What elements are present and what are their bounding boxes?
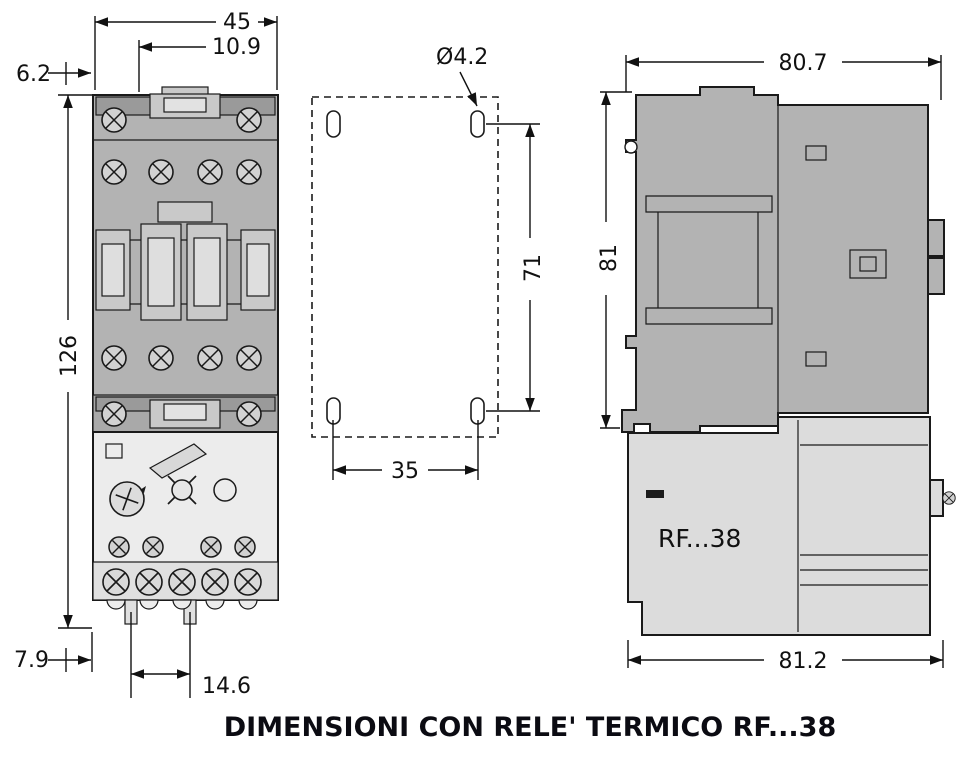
bottom-scallops: [106, 599, 258, 610]
phillips-screw-icon: [101, 345, 127, 371]
dim-horizontal-hole-spacing: 35: [391, 459, 419, 484]
front-contactor: [92, 86, 279, 433]
arrowhead-icon: [465, 465, 478, 475]
mounting-view: Ø4.2 71 35: [311, 45, 546, 484]
dim-coil-terminal-offset: 10.9: [212, 35, 261, 60]
dim-vertical-hole-spacing: 71: [521, 254, 546, 282]
arrowhead-icon: [525, 124, 535, 137]
dim-hole-diameter: Ø4.2: [436, 45, 488, 70]
stop-screw-icon: [167, 475, 197, 505]
dim-side-height: 81: [597, 244, 622, 272]
arrowhead-icon: [928, 57, 941, 67]
dim-bottom-offset: 7.9: [14, 648, 49, 673]
caption: DIMENSIONI CON RELE' TERMICO RF...38: [224, 712, 837, 743]
phillips-screw-icon: [236, 345, 262, 371]
test-button: [213, 478, 237, 502]
arrowhead-icon: [78, 655, 91, 665]
arrowhead-icon: [63, 95, 73, 108]
side-relay-details: [797, 420, 928, 632]
phillips-screw-icon: [200, 536, 222, 558]
front-thermal-relay: [92, 431, 279, 625]
phillips-screw-icon: [101, 401, 127, 427]
front-view: 45 10.9 6.2 126 7.9 14.6: [14, 10, 279, 699]
side-terminal-block: [927, 219, 945, 295]
pole-center-1-inset: [147, 237, 175, 307]
dim-top-depth: 80.7: [779, 51, 828, 76]
arrowhead-icon: [264, 17, 277, 27]
phillips-screw-icon: [197, 345, 223, 371]
top-center-inset: [163, 97, 207, 113]
dim-bottom-depth: 81.2: [779, 649, 828, 674]
arrowhead-icon: [177, 669, 190, 679]
relay-indicator-slot: [646, 490, 664, 498]
phillips-screw-icon: [148, 159, 174, 185]
front-dimensions: 45 10.9 6.2 126 7.9 14.6: [14, 10, 278, 699]
phillips-screw-icon: [236, 159, 262, 185]
side-detail-window-inset: [859, 256, 877, 272]
relay-terminal-tab: [929, 479, 944, 517]
arrowhead-icon: [467, 92, 482, 109]
center-pad: [157, 201, 213, 223]
arrowhead-icon: [930, 655, 943, 665]
relay-model-label: RF...38: [658, 524, 741, 553]
front-dimension-lines: [48, 16, 278, 698]
dim-top-width: 45: [223, 10, 251, 35]
terminal-screw-icon: [102, 568, 130, 596]
adjustment-dial-icon: [109, 481, 146, 517]
phillips-screw-icon: [234, 536, 256, 558]
arrowhead-icon: [525, 398, 535, 411]
terminal-screw-icon: [201, 568, 229, 596]
arrowhead-icon: [95, 17, 108, 27]
phillips-screw-icon: [108, 536, 130, 558]
mounting-slot: [470, 110, 485, 138]
side-detail-window: [849, 249, 887, 279]
arrowhead-icon: [626, 57, 639, 67]
arrowhead-icon: [131, 669, 144, 679]
arrowhead-icon: [628, 655, 641, 665]
side-relay-outline: [627, 416, 931, 636]
pole-center-2-inset: [193, 237, 221, 307]
dim-foot-spacing: 14.6: [202, 674, 251, 699]
phillips-screw-icon: [148, 345, 174, 371]
bottom-center-inset: [163, 403, 207, 421]
terminal-screw-icon: [234, 568, 262, 596]
mounting-plate-outline: [311, 96, 499, 438]
arrowhead-icon: [601, 92, 611, 105]
side-mounting-hole: [624, 140, 638, 154]
side-contactor-outline: [621, 86, 929, 433]
dim-total-height: 126: [57, 335, 82, 377]
side-detail-slot: [805, 145, 827, 161]
arrowhead-icon: [63, 615, 73, 628]
arrowhead-icon: [333, 465, 346, 475]
dim-left-offset: 6.2: [16, 62, 51, 87]
phillips-screw-icon: [101, 159, 127, 185]
side-dimension-lines: [600, 55, 944, 668]
mounting-dimensions: Ø4.2 71 35: [332, 45, 546, 484]
terminal-screw-icon: [168, 568, 196, 596]
arrowhead-icon: [78, 68, 91, 78]
phillips-screw-icon: [142, 536, 164, 558]
phillips-screw-icon: [236, 107, 262, 133]
relay-window: [105, 443, 123, 459]
phillips-screw-icon: [236, 401, 262, 427]
mounting-dimension-lines: [332, 71, 540, 480]
phillips-screw-icon: [197, 159, 223, 185]
side-dimensions: 80.7 81 81.2: [597, 51, 944, 674]
terminal-screw-icon: [135, 568, 163, 596]
relay-lever: [148, 443, 208, 479]
pole-right-inset: [246, 243, 270, 297]
mounting-slot: [326, 110, 341, 138]
pole-left-inset: [101, 243, 125, 297]
arrowhead-icon: [139, 42, 152, 52]
phillips-screw-icon: [942, 491, 956, 505]
side-contactor-details: [645, 105, 779, 413]
side-view: RF...38 80.7 81 81.2: [597, 51, 956, 674]
side-detail-slot: [805, 351, 827, 367]
arrowhead-icon: [601, 415, 611, 428]
phillips-screw-icon: [101, 107, 127, 133]
